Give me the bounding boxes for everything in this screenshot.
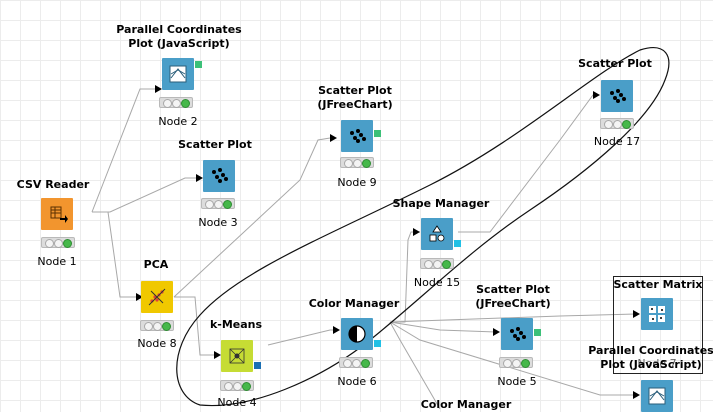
arrow-into-node6: [333, 326, 340, 334]
arrow-into-node9: [330, 134, 337, 142]
pca-icon: [148, 288, 166, 306]
status-lights-node4: [220, 380, 254, 391]
node-label-node1[interactable]: Node 1: [37, 255, 77, 268]
node-label-node2[interactable]: Node 2: [158, 115, 198, 128]
scatter-plot-jfree-node-9[interactable]: [341, 120, 373, 152]
node-title-scatter-plot-jfree-9: Scatter Plot (JFreeChart): [317, 84, 393, 111]
status-lights-node3: [201, 198, 235, 209]
status-lights-node2: [159, 97, 193, 108]
node-selection-box: [613, 276, 703, 374]
shape-port-node15[interactable]: [454, 240, 461, 247]
parallel-coordinates-icon: [648, 387, 666, 405]
status-lights-node17: [600, 118, 634, 129]
node-title-scatter-plot-17: Scatter Plot: [578, 57, 652, 70]
arrow-into-node11: [633, 391, 640, 399]
status-lights-node6: [339, 357, 373, 368]
edge-node6-bottom: [389, 321, 441, 409]
arrow-into-node4: [214, 351, 221, 359]
node-title-csv-reader: CSV Reader: [16, 178, 90, 191]
node-title-scatter-plot-3: Scatter Plot: [178, 138, 252, 151]
node-label-node3[interactable]: Node 3: [198, 216, 238, 229]
parallel-coordinates-icon: [169, 65, 187, 83]
node-title-shape-manager: Shape Manager: [392, 197, 490, 210]
node-title-scatter-plot-jfree-5: Scatter Plot (JFreeChart): [475, 283, 551, 310]
node-label-node15[interactable]: Node 15: [413, 276, 461, 289]
parallel-coordinates-node[interactable]: [162, 58, 194, 90]
node-title-color-manager: Color Manager: [308, 297, 400, 310]
shape-manager-node[interactable]: [421, 218, 453, 250]
status-lights-node9: [340, 157, 374, 168]
node-title-parallel-coordinates: Parallel Coordinates Plot (JavaScript): [116, 23, 242, 50]
edge-node6-node7: [389, 313, 637, 323]
node-label-node6[interactable]: Node 6: [337, 375, 377, 388]
model-port-node4[interactable]: [254, 362, 261, 369]
arrow-into-node3: [196, 174, 203, 182]
status-lights-node1: [41, 237, 75, 248]
arrow-into-node8: [136, 293, 143, 301]
node-label-node7[interactable]: Node 7: [637, 357, 677, 370]
freehand-annotation-loop: [176, 47, 670, 407]
status-lights-node15: [420, 258, 454, 269]
view-port-node9[interactable]: [374, 130, 381, 137]
edge-node4-node6: [267, 329, 338, 346]
node-title-parallel-coordinates-bottom: Parallel Coordinates Plot (JavaScript): [588, 344, 713, 371]
scatter-matrix-icon: [649, 306, 665, 322]
scatter-dots-icon: [610, 89, 626, 103]
scatter-matrix-node[interactable]: [641, 298, 673, 330]
scatter-plot-jfree-node-5[interactable]: [501, 318, 533, 350]
node-label-node8[interactable]: Node 8: [137, 337, 177, 350]
status-lights-node8: [140, 320, 174, 331]
node-title-k-means: k-Means: [209, 318, 263, 331]
view-port-node5[interactable]: [534, 329, 541, 336]
scatter-dots-icon: [350, 129, 366, 143]
scatter-plot-node-3[interactable]: [203, 160, 235, 192]
scatter-dots-icon: [212, 168, 228, 183]
shapes-icon: [429, 225, 445, 242]
color-port-node6[interactable]: [374, 340, 381, 347]
pca-node[interactable]: [141, 281, 173, 313]
k-means-node[interactable]: [221, 340, 253, 372]
arrow-into-node7: [633, 310, 640, 318]
node-title-pca: PCA: [143, 258, 169, 271]
edge-node1-node8: [92, 211, 136, 298]
csv-reader-node[interactable]: [41, 198, 73, 230]
view-port-node2[interactable]: [195, 61, 202, 68]
node-label-node4[interactable]: Node 4: [217, 396, 257, 409]
clustering-icon: [229, 348, 245, 364]
node-title-color-manager-bottom: Color Manager: [420, 398, 512, 411]
edge-node1-node2: [91, 88, 155, 213]
arrow-into-node15: [413, 228, 420, 236]
status-lights-node5: [499, 357, 533, 368]
arrow-into-node2: [155, 85, 162, 93]
scatter-dots-icon: [510, 327, 526, 341]
node-label-node5[interactable]: Node 5: [497, 375, 537, 388]
arrow-into-node5: [493, 328, 500, 336]
color-manager-node[interactable]: [341, 318, 373, 350]
scatter-plot-node-17[interactable]: [601, 80, 633, 112]
arrow-into-node17: [593, 91, 600, 99]
node-label-node9[interactable]: Node 9: [337, 176, 377, 189]
color-drop-icon: [348, 325, 366, 343]
edge-node8-node9: [173, 137, 331, 298]
table-icon: [50, 206, 68, 223]
edge-node6-node5: [389, 321, 497, 333]
node-label-node17[interactable]: Node 17: [593, 135, 641, 148]
edge-node8-node4: [174, 296, 214, 356]
parallel-coordinates-node-bottom[interactable]: [641, 380, 673, 412]
node-title-scatter-matrix: Scatter Matrix: [613, 278, 703, 291]
